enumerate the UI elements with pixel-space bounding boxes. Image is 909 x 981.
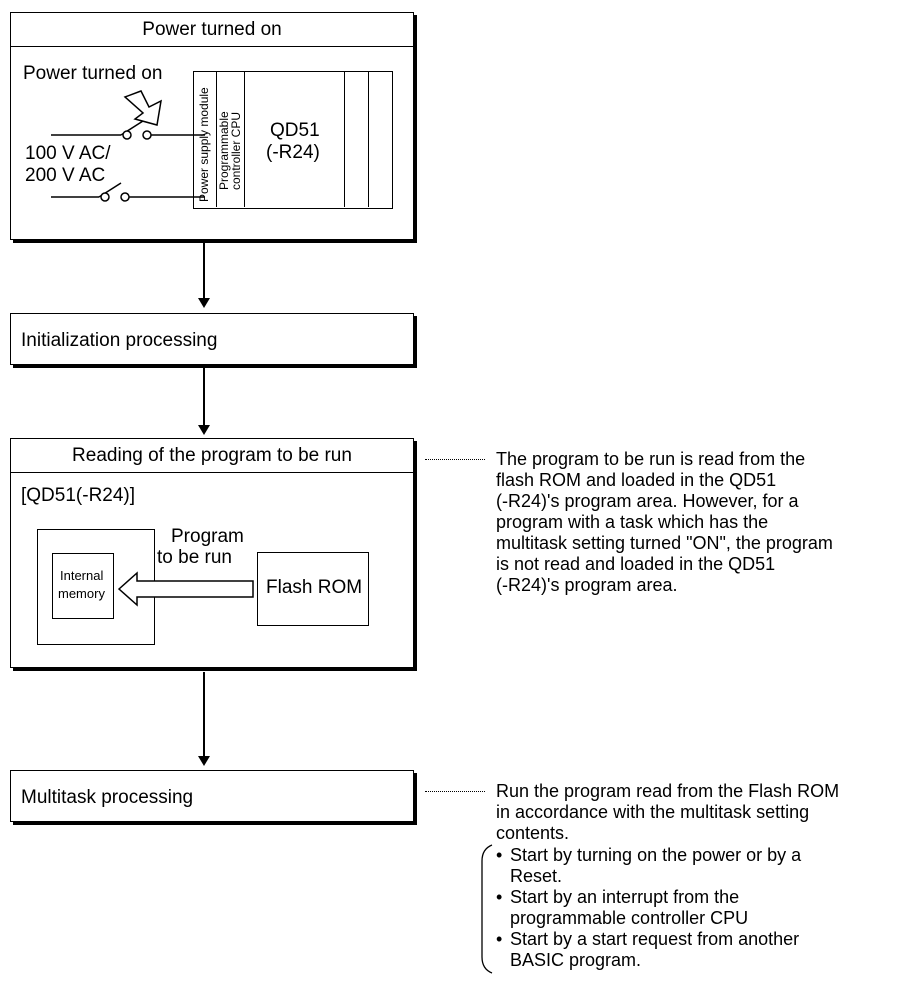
base-unit: Power supply module Programmable control… <box>193 71 393 209</box>
reading-description: The program to be run is read from the f… <box>496 449 833 595</box>
power-on-label: Power turned on <box>23 63 163 84</box>
internal-memory-box: Internal memory <box>52 553 114 619</box>
reading-program-box: Reading of the program to be run [QD51(-… <box>10 438 414 668</box>
flow-arrow-3 <box>203 672 205 757</box>
multitask-description: Run the program read from the Flash ROM … <box>496 781 840 843</box>
program-label-2: to be run <box>157 547 232 568</box>
start-conditions-list: Start by turning on the power or by aRes… <box>496 845 896 971</box>
multitask-leader-line <box>425 791 485 792</box>
switch-wiring <box>51 120 205 202</box>
flow-arrow-1 <box>203 240 205 298</box>
flash-rom-box: Flash ROM <box>257 552 369 626</box>
list-item: Start by turning on the power or by aRes… <box>496 845 896 887</box>
multitask-label: Multitask processing <box>21 787 194 808</box>
empty-slot <box>344 72 369 207</box>
module-label: [QD51(-R24)] <box>21 485 136 506</box>
reading-leader-line <box>425 459 485 460</box>
internal-memory-outer: Internal memory <box>37 529 155 645</box>
cpu-slot: Programmable controller CPU <box>216 72 245 207</box>
initialization-label: Initialization processing <box>21 330 218 351</box>
power-on-box: Power turned on Power turned on 100 V AC… <box>10 12 414 240</box>
bracket-icon <box>481 844 493 974</box>
voltage-label-1: 100 V AC/ <box>25 143 111 164</box>
program-label-1: Program <box>171 526 244 547</box>
qd51-slot: QD51 (-R24) <box>244 72 345 207</box>
power-on-title: Power turned on <box>11 13 413 47</box>
initialization-box: Initialization processing <box>10 313 414 365</box>
flow-arrow-1-head <box>198 298 210 308</box>
multitask-box: Multitask processing <box>10 770 414 822</box>
reading-program-title: Reading of the program to be run <box>11 439 413 473</box>
hollow-arrow-icon <box>123 90 162 126</box>
voltage-label-2: 200 V AC <box>25 165 106 186</box>
power-supply-slot: Power supply module <box>194 72 217 207</box>
flow-arrow-2 <box>203 368 205 426</box>
read-arrow-icon <box>117 571 254 607</box>
flow-arrow-2-head <box>198 425 210 435</box>
flow-arrow-3-head <box>198 756 210 766</box>
list-item: Start by a start request from anotherBAS… <box>496 929 896 971</box>
list-item: Start by an interrupt from theprogrammab… <box>496 887 896 929</box>
